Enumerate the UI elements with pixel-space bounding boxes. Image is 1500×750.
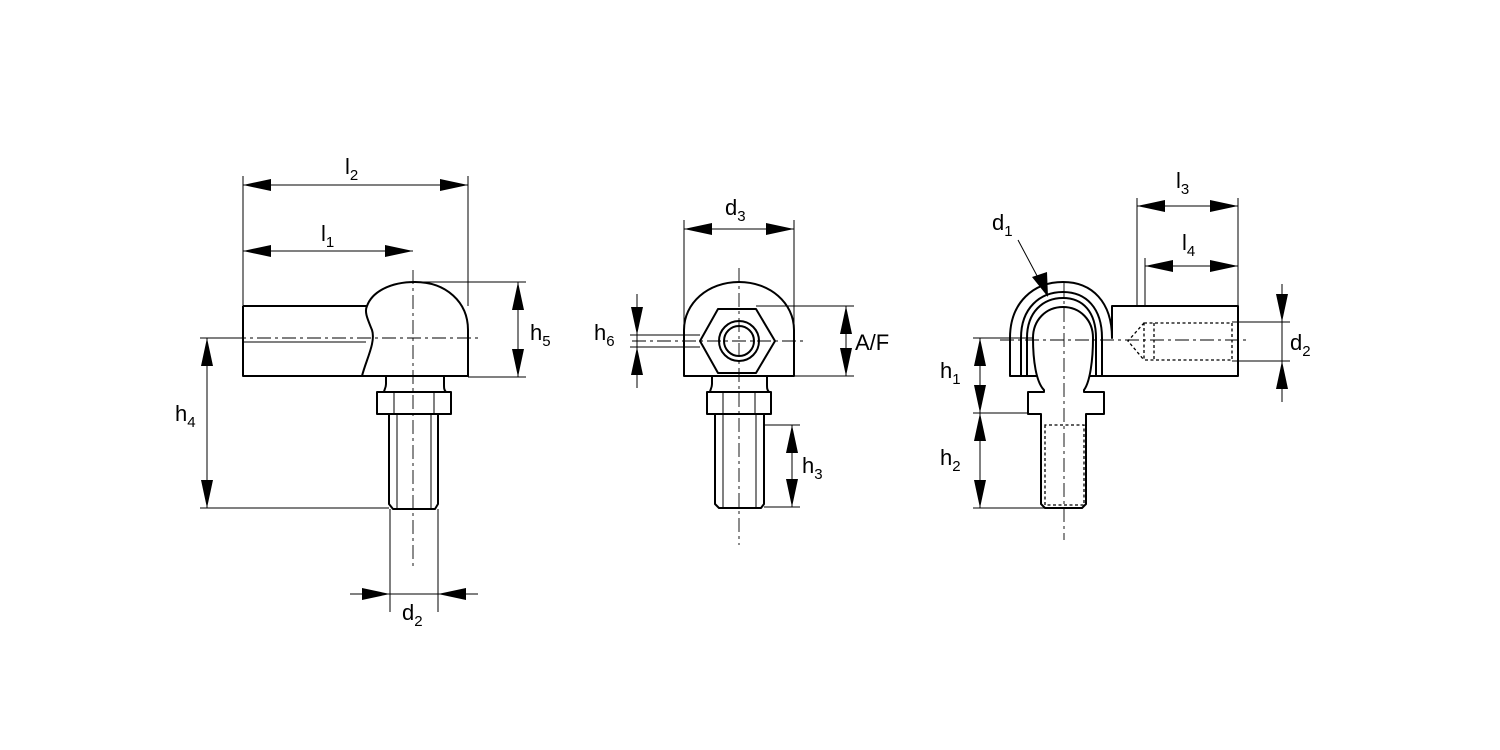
label-h4: h4 — [175, 401, 196, 431]
hex-nut — [376, 391, 452, 415]
threaded-stud — [388, 413, 439, 510]
socket-liner-inner — [1026, 297, 1097, 376]
label-l4: l4 — [1182, 230, 1195, 260]
label-h3: h3 — [802, 453, 823, 483]
dimension-labels: l2 l1 h5 h4 d2 d3 h6 A/F h3 l3 l4 d1 d2 … — [175, 154, 1311, 630]
label-l2: l2 — [345, 154, 358, 184]
front-view-dimensions — [630, 220, 854, 508]
section-view-dimensions — [973, 198, 1290, 509]
label-l3: l3 — [1176, 168, 1189, 198]
label-h6: h6 — [594, 320, 615, 350]
front-stud — [714, 413, 765, 509]
label-h1: h1 — [940, 358, 961, 388]
front-neck — [709, 375, 770, 393]
ball-socket-housing — [242, 281, 469, 377]
label-d1: d1 — [992, 210, 1013, 240]
ball-stud — [1027, 306, 1105, 509]
side-view — [232, 270, 480, 570]
front-view — [632, 268, 806, 545]
housing-hidden-thread — [1143, 322, 1233, 361]
stud-hidden-thread — [1044, 424, 1085, 506]
socket-liner-outer — [1020, 291, 1103, 376]
side-view-dimensions — [200, 176, 526, 612]
label-d3: d3 — [725, 195, 746, 225]
section-view — [1000, 281, 1250, 540]
label-d2-right: d2 — [1290, 330, 1311, 360]
stud-neck — [383, 375, 447, 393]
label-l1: l1 — [321, 221, 334, 251]
label-h2: h2 — [940, 445, 961, 475]
label-d2-left: d2 — [402, 600, 423, 630]
label-h5: h5 — [530, 320, 551, 350]
label-af: A/F — [855, 330, 889, 355]
